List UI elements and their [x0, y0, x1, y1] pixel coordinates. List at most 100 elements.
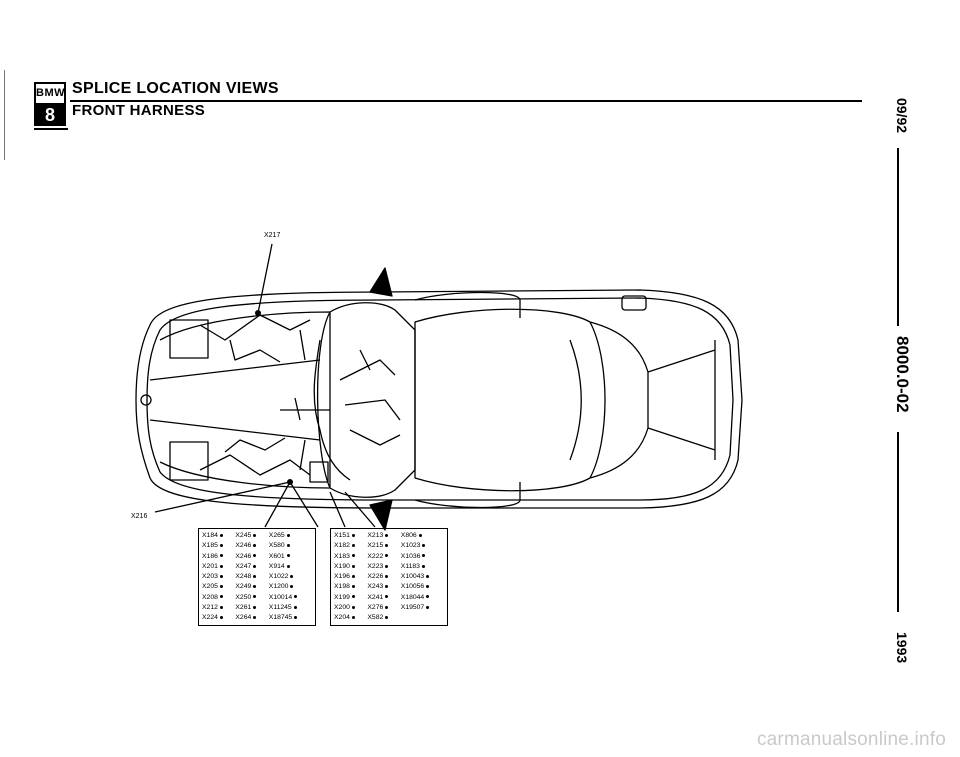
splice-id-text: X582 — [367, 614, 384, 622]
splice-id-text: X241 — [367, 593, 384, 601]
splice-id: X212 — [202, 603, 235, 613]
splice-id: X203 — [202, 572, 235, 582]
roof — [414, 308, 606, 492]
splice-id: X245 — [235, 531, 268, 541]
splice-id-text: X208 — [202, 593, 218, 601]
bullet-dot — [351, 574, 355, 578]
table-row: X224 X264 X18745 — [202, 613, 312, 623]
splice-id: X241 — [367, 593, 400, 603]
splice-id: X1036 — [401, 552, 444, 562]
callout-line-x216 — [154, 481, 291, 513]
side-rule-1 — [897, 148, 899, 326]
splice-id: X264 — [235, 613, 268, 623]
splice-id: X182 — [334, 541, 367, 551]
bullet-dot — [351, 533, 355, 537]
door-lines — [414, 291, 521, 509]
splice-id: X199 — [334, 593, 367, 603]
bullet-dot — [286, 533, 290, 537]
logo-series-number: 8 — [36, 105, 64, 126]
bullet-dot — [290, 574, 294, 578]
splice-id: X185 — [202, 541, 235, 551]
splice-id-text: X213 — [367, 532, 384, 539]
splice-id-text: X223 — [367, 562, 384, 570]
splice-id: X246 — [235, 552, 268, 562]
splice-id-text: X184 — [202, 532, 218, 539]
bullet-dot — [385, 595, 389, 599]
bullet-dot — [286, 564, 290, 568]
splice-id: X806 — [401, 531, 444, 541]
splice-id-text: X250 — [235, 593, 252, 601]
bullet-dot — [351, 554, 355, 558]
bullet-dot — [385, 616, 389, 620]
splice-id-text: X245 — [235, 532, 252, 539]
bullet-dot — [418, 533, 422, 537]
bullet-dot — [422, 544, 426, 547]
splice-id: X223 — [367, 562, 400, 572]
bullet-dot — [253, 544, 257, 547]
bullet-dot — [351, 605, 355, 609]
splice-id: X247 — [235, 562, 268, 572]
splice-id-text: X1023 — [400, 542, 421, 550]
splice-id-text: X806 — [400, 532, 417, 539]
splice-id-text: X196 — [334, 573, 350, 581]
table-row: X184 X245 X265 — [202, 531, 312, 541]
splice-id: X200 — [334, 603, 367, 613]
bullet-dot — [426, 574, 430, 578]
splice-id-text: X1036 — [400, 552, 421, 560]
splice-id-text: X10014 — [268, 593, 293, 601]
bullet-dot — [385, 533, 389, 537]
splice-id-text: X199 — [334, 593, 350, 601]
splice-id: X186 — [202, 552, 235, 562]
splice-id: X261 — [235, 603, 268, 613]
body-inner-line — [146, 297, 734, 501]
bullet-dot — [426, 585, 430, 589]
splice-id: X205 — [202, 582, 235, 592]
bullet-dot — [219, 564, 223, 568]
splice-id: X1023 — [401, 541, 444, 551]
splice-id: X18745 — [269, 613, 312, 623]
bullet-dot — [253, 595, 257, 599]
bullet-dot — [253, 605, 257, 609]
splice-id-text: X19507 — [400, 604, 425, 612]
front-emblem — [140, 394, 152, 406]
splice-id: X201 — [202, 562, 235, 572]
bullet-dot — [421, 564, 425, 568]
splice-id-text: X580 — [268, 542, 285, 550]
bullet-dot — [253, 616, 257, 620]
splice-id-text: X264 — [235, 614, 252, 622]
roof-crease — [569, 339, 582, 461]
splice-dot-x217 — [255, 310, 261, 316]
logo-top-text: BMW — [36, 84, 65, 105]
splice-id-text: X182 — [334, 542, 350, 550]
splice-id-text: X246 — [235, 552, 252, 560]
bullet-dot — [385, 544, 389, 547]
page-title: SPLICE LOCATION VIEWS — [72, 80, 279, 97]
splice-id-text: X265 — [268, 532, 285, 539]
splice-id: X1022 — [269, 572, 312, 582]
harness-branch-bottom — [199, 437, 311, 476]
splice-id-text: X198 — [334, 583, 350, 591]
bullet-dot — [219, 605, 223, 609]
splice-id-text: X201 — [202, 562, 218, 570]
splice-id: X204 — [334, 613, 367, 623]
splice-id: X580 — [269, 541, 312, 551]
splice-id: X190 — [334, 562, 367, 572]
splice-id-text: X200 — [334, 604, 350, 612]
splice-id: X582 — [367, 613, 400, 623]
splice-id-text: X248 — [235, 573, 252, 581]
splice-id-text: X224 — [202, 614, 218, 622]
bullet-dot — [426, 595, 430, 599]
table-row: X208 X250 X10014 — [202, 593, 312, 603]
splice-id-text: X183 — [334, 552, 350, 560]
bullet-dot — [219, 585, 223, 589]
splice-id-text: X914 — [268, 562, 285, 570]
callout-leaders — [264, 481, 376, 528]
